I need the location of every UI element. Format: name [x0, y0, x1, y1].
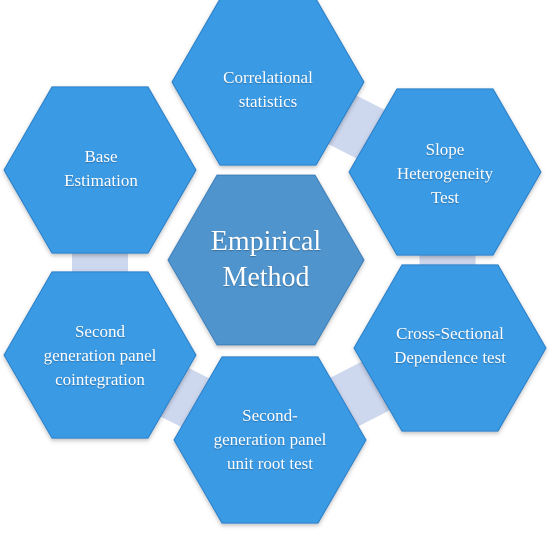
hex-empirical-method [167, 174, 365, 346]
hex-cross-sectional-dependence-test [353, 264, 547, 432]
hex-slope-heterogeneity-test [348, 88, 542, 256]
hex-second-generation-panel-unit-root-test [173, 356, 367, 524]
hex-correlational-statistics [171, 0, 365, 166]
hexagon-layer [3, 0, 547, 524]
hex-second-generation-panel-cointegration [3, 271, 197, 439]
hex-base-estimation [3, 86, 197, 254]
